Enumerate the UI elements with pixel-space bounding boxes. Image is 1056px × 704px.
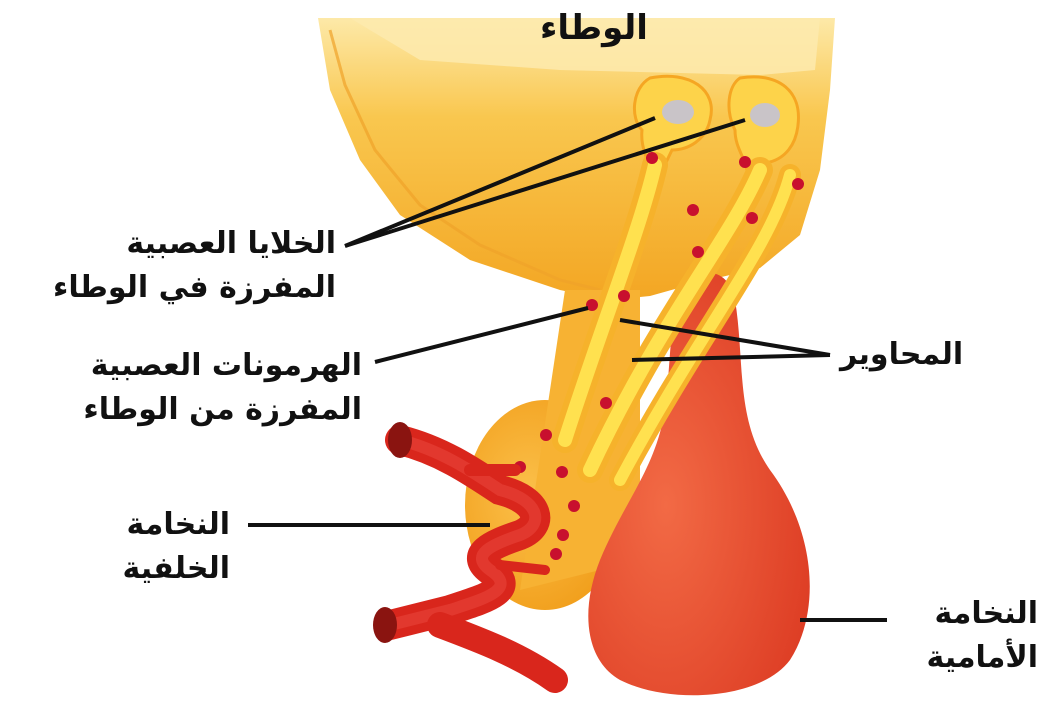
label-axons: المحاوير <box>840 333 963 377</box>
label-posterior-pituitary: النخامة الخلفية <box>123 503 230 591</box>
label-hormones: الهرمونات العصبية المفرزة من الوطاء <box>83 344 362 432</box>
label-neurosecretory-cells: الخلايا العصبية المفرزة في الوطاء <box>53 222 336 310</box>
label-posterior-pituitary-line2: الخلفية <box>123 547 230 591</box>
label-anterior-pituitary: النخامة الأمامية <box>927 592 1038 680</box>
label-posterior-pituitary-line1: النخامة <box>123 503 230 547</box>
label-neurosecretory-cells-line1: الخلايا العصبية <box>53 222 336 266</box>
label-hormones-line2: المفرزة من الوطاء <box>83 388 362 432</box>
label-hypothalamus: الوطاء <box>540 6 648 50</box>
label-neurosecretory-cells-line2: المفرزة في الوطاء <box>53 266 336 310</box>
label-anterior-pituitary-line1: النخامة <box>927 592 1038 636</box>
label-hormones-line1: الهرمونات العصبية <box>83 344 362 388</box>
label-anterior-pituitary-line2: الأمامية <box>927 636 1038 680</box>
